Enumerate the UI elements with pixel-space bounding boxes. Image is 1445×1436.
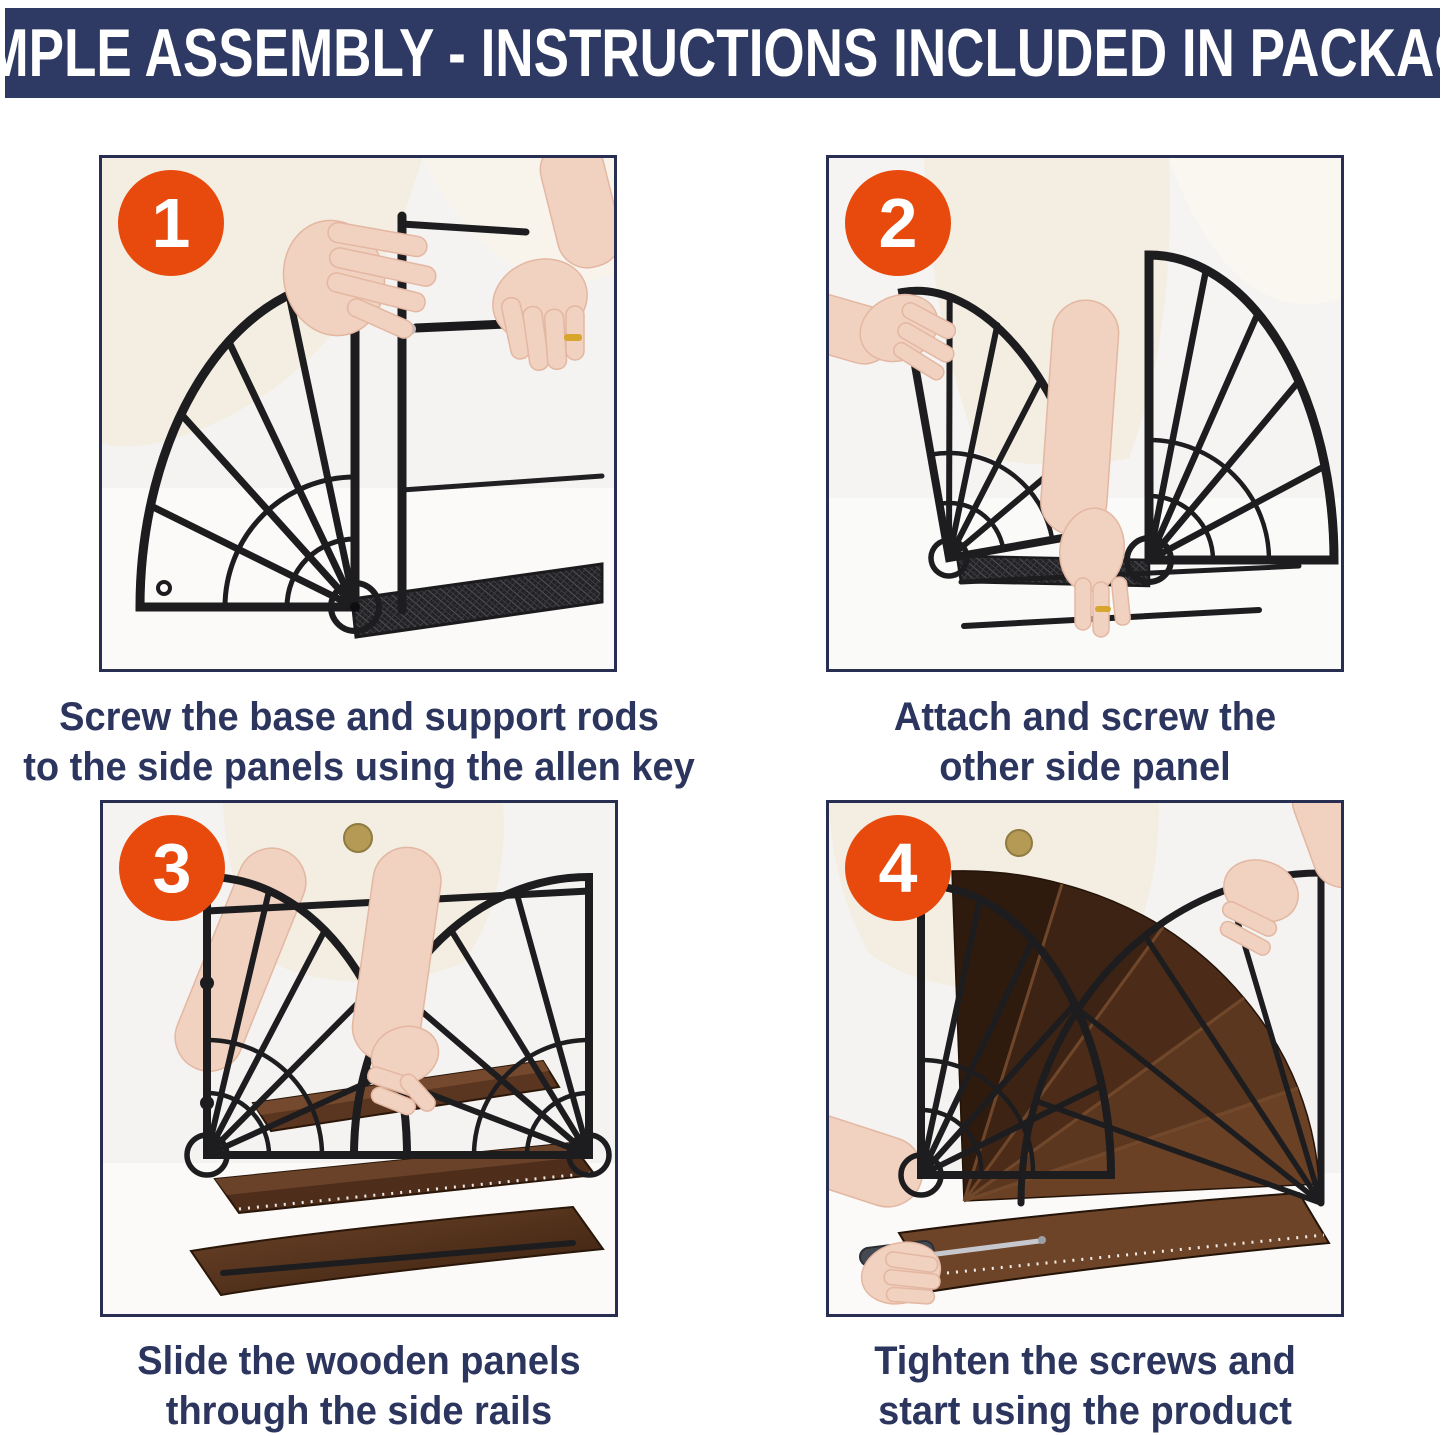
screwdriver-hand <box>860 1241 942 1305</box>
step-4-caption: Tighten the screws and start using the p… <box>726 1336 1444 1436</box>
caption-line: through the side rails <box>165 1389 553 1433</box>
wire-side-panel-left <box>898 880 1116 1198</box>
step-3-caption: Slide the wooden panels through the side… <box>0 1336 718 1436</box>
caption-line: other side panel <box>939 745 1231 789</box>
right-hand <box>492 158 614 371</box>
caption-line: Tighten the screws and <box>874 1339 1296 1383</box>
support-rod <box>399 473 605 493</box>
reaching-arm <box>1040 299 1131 638</box>
clothing-button <box>1005 829 1033 857</box>
step-3-badge: 3 <box>119 815 225 921</box>
clothing-button <box>343 823 373 853</box>
step-4-badge: 4 <box>845 815 951 921</box>
step-2-badge: 2 <box>845 170 951 276</box>
base-rail-front <box>961 607 1262 629</box>
caption-line: Slide the wooden panels <box>137 1339 581 1383</box>
wooden-base-panel <box>189 1205 605 1297</box>
caption-line: to the side panels using the allen key <box>23 745 695 789</box>
gold-ring <box>1095 606 1111 612</box>
base-rail-front <box>220 1240 576 1276</box>
step-2-illustration <box>829 158 1341 669</box>
step-2-caption: Attach and screw the other side panel <box>726 692 1444 792</box>
left-hand <box>282 219 437 339</box>
caption-line: start using the product <box>878 1389 1292 1433</box>
step-1-caption: Screw the base and support rods to the s… <box>0 692 718 792</box>
header-title: SIMPLE ASSEMBLY - INSTRUCTIONS INCLUDED … <box>0 15 1445 91</box>
step-1-photo: 1 <box>99 155 617 672</box>
step-3-illustration <box>103 803 615 1314</box>
lower-arm <box>829 1111 924 1208</box>
pushing-hand <box>351 846 442 1116</box>
holding-hand <box>829 292 957 381</box>
wire-side-panel-right <box>1124 250 1339 585</box>
step-2-photo: 2 <box>826 155 1344 672</box>
screw-head <box>1038 1236 1046 1244</box>
shelf-edge-highlight <box>946 1233 1325 1275</box>
header-banner: SIMPLE ASSEMBLY - INSTRUCTIONS INCLUDED … <box>0 8 1445 98</box>
wooden-panel-stack <box>951 870 1320 1202</box>
step-1-badge: 1 <box>118 170 224 276</box>
caption-line: Screw the base and support rods <box>59 695 659 739</box>
step-3-photo: 3 <box>100 800 618 1317</box>
caption-line: Attach and screw the <box>893 695 1277 739</box>
wooden-base-panel <box>897 1191 1331 1293</box>
mesh-base-plate <box>350 562 604 639</box>
step-1-illustration <box>102 158 614 669</box>
person-sleeve <box>1169 158 1341 305</box>
holding-hand-top <box>1219 803 1341 956</box>
step-4-photo: 4 <box>826 800 1344 1317</box>
screwdriver-shaft <box>926 1238 1042 1258</box>
gold-ring <box>564 334 582 341</box>
